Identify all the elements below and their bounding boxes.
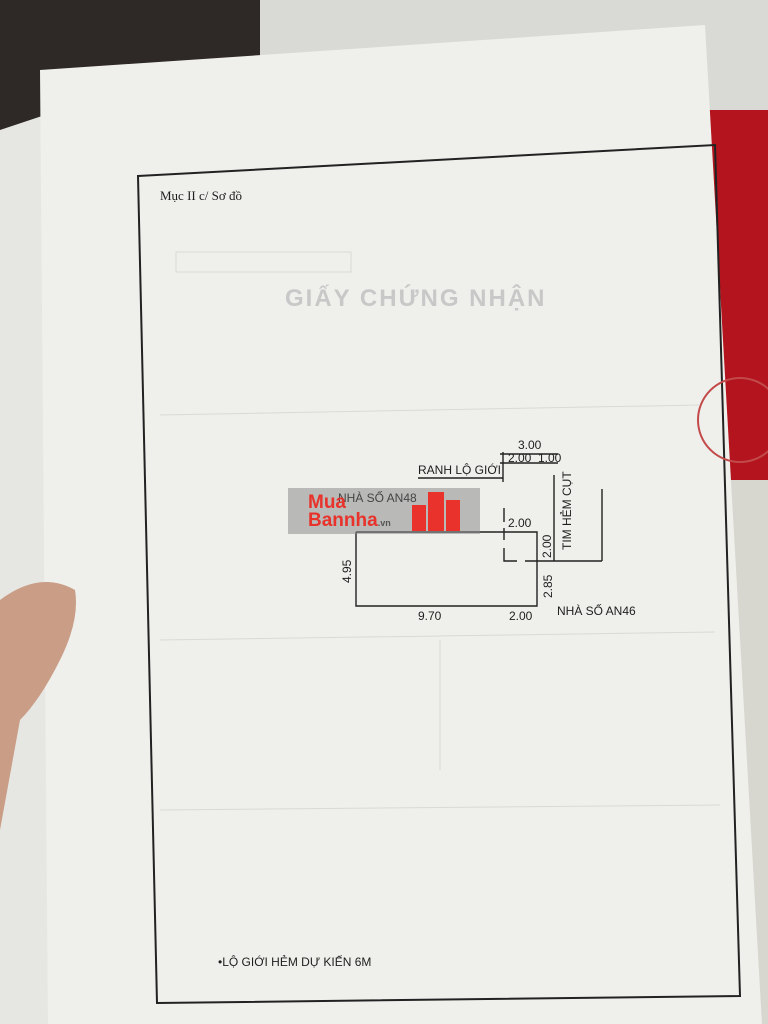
faint-certificate-title: GIẤY CHỨNG NHẬN bbox=[285, 285, 547, 312]
back-sheet bbox=[0, 115, 55, 1024]
dim-left-side: 4.95 bbox=[340, 559, 354, 583]
dim-bottom-main: 9.70 bbox=[418, 609, 442, 623]
dim-step-height: 2.00 bbox=[540, 534, 554, 558]
page-border bbox=[136, 143, 742, 1005]
dim-right-side: 2.85 bbox=[541, 574, 555, 598]
neighbor-top-label: NHÀ SỐ AN48 bbox=[338, 491, 417, 505]
dim-step-width: 2.00 bbox=[508, 516, 532, 530]
dim-top-left: 2.00 bbox=[508, 451, 532, 465]
section-heading: Mục II c/ Sơ đồ bbox=[160, 188, 242, 203]
dim-bottom-right: 2.00 bbox=[509, 609, 533, 623]
footer-note: •LỘ GIỚI HẺM DỰ KIẾN 6M bbox=[218, 955, 372, 969]
alley-label: TIM HẺM CỤT bbox=[560, 471, 574, 550]
dim-top-right: 1.00 bbox=[538, 451, 562, 465]
dim-top-total: 3.00 bbox=[518, 438, 542, 452]
watermark-line1: Mua bbox=[308, 492, 346, 513]
watermark-text: Mua Bannha.vn bbox=[308, 492, 391, 532]
neighbor-bottom-label: NHÀ SỐ AN46 bbox=[557, 604, 636, 618]
watermark-line2: Bannha bbox=[308, 510, 378, 531]
watermark-suffix: .vn bbox=[377, 518, 391, 528]
hand bbox=[0, 582, 76, 830]
stamp bbox=[697, 377, 768, 463]
watermark-logo bbox=[288, 488, 480, 534]
boundary-label: RANH LỘ GIỚI bbox=[418, 463, 501, 477]
